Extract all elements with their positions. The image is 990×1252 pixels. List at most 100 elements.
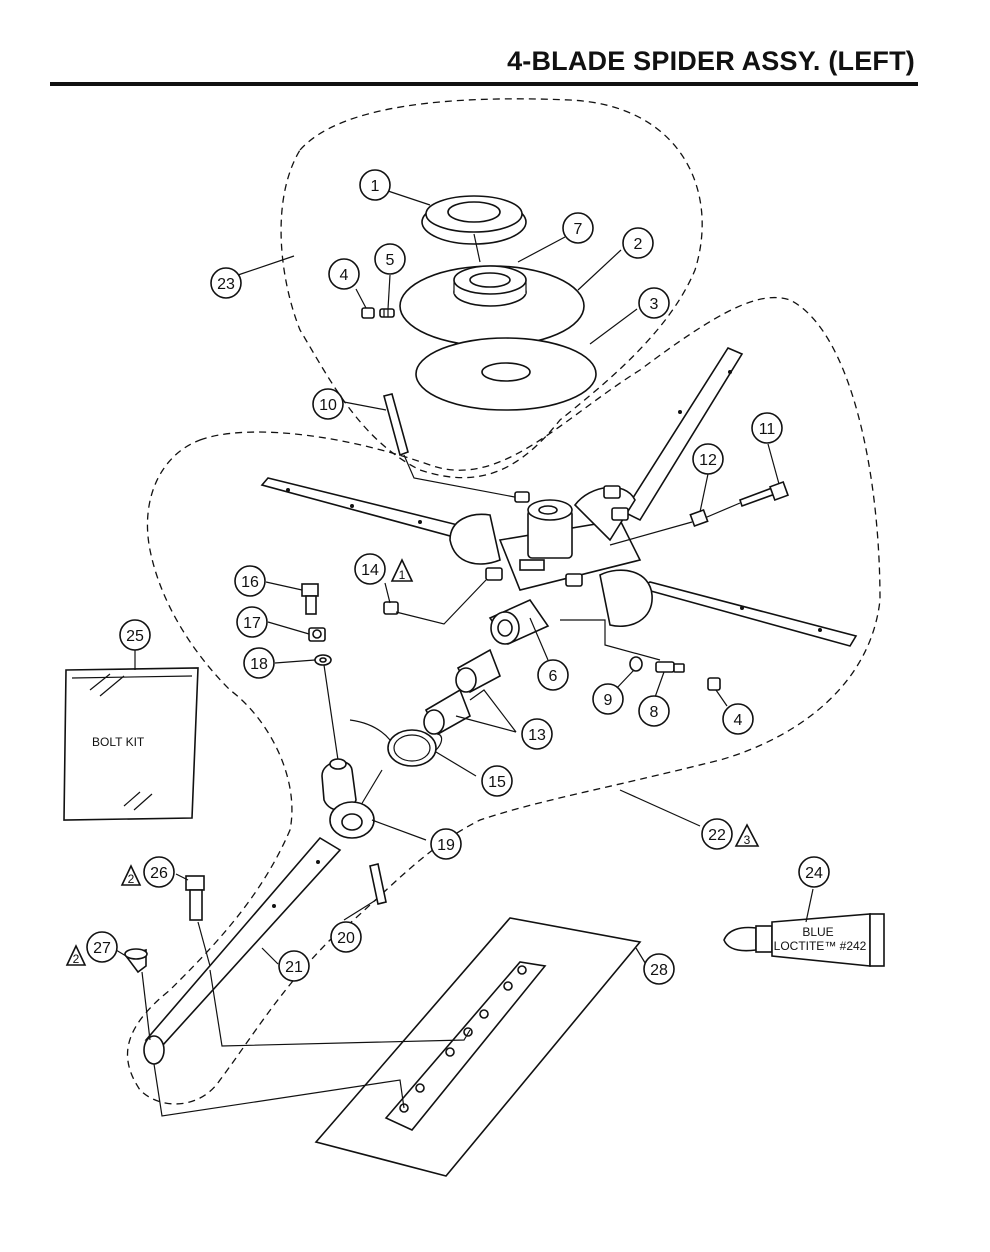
callout-20: 20 xyxy=(330,921,362,953)
part-18-washer xyxy=(314,654,332,666)
svg-text:19: 19 xyxy=(437,837,455,854)
part-9-washer xyxy=(629,656,643,672)
svg-text:28: 28 xyxy=(650,962,668,979)
part-4-cap-upper xyxy=(361,307,375,319)
callout-7: 7 xyxy=(562,212,594,244)
note-triangle-22: 3 xyxy=(734,823,760,847)
svg-text:10: 10 xyxy=(319,397,337,414)
callout-17: 17 xyxy=(236,606,268,638)
svg-text:21: 21 xyxy=(285,959,303,976)
part-12-nut xyxy=(689,508,709,528)
loctite-label-line2: LOCTITE™ #242 xyxy=(774,939,867,953)
svg-text:17: 17 xyxy=(243,615,261,632)
svg-text:16: 16 xyxy=(241,574,259,591)
svg-text:2: 2 xyxy=(634,236,643,253)
part-19-clamp xyxy=(321,758,375,839)
part-5-setscrew xyxy=(379,308,395,318)
part-21-shaft xyxy=(143,836,342,1065)
svg-text:22: 22 xyxy=(708,827,726,844)
svg-text:1: 1 xyxy=(371,178,380,195)
title-rule xyxy=(50,82,918,86)
callout-10: 10 xyxy=(312,388,344,420)
svg-text:8: 8 xyxy=(650,704,659,721)
callout-14: 14 xyxy=(354,553,386,585)
note-triangle-27: 2 xyxy=(65,944,87,966)
svg-text:3: 3 xyxy=(650,296,659,313)
part-16-bolt xyxy=(301,583,319,615)
callout-16: 16 xyxy=(234,565,266,597)
callout-26: 26 xyxy=(143,856,175,888)
part-11-bolt xyxy=(738,481,789,508)
part-15-spring xyxy=(349,719,443,767)
part-6-sleeve xyxy=(488,598,550,646)
callout-18: 18 xyxy=(243,647,275,679)
part-17-nut xyxy=(308,627,326,642)
part-4-cap-lower xyxy=(707,677,721,691)
callout-4-upper: 4 xyxy=(328,258,360,290)
callout-3: 3 xyxy=(638,287,670,319)
svg-text:3: 3 xyxy=(744,833,751,847)
part-28-blade xyxy=(314,917,642,1177)
callout-12: 12 xyxy=(692,443,724,475)
part-8-fitting xyxy=(655,661,685,673)
leader-lines xyxy=(115,190,814,967)
note-triangle-26: 2 xyxy=(120,864,142,886)
part-13-bushing-upper xyxy=(455,648,502,694)
svg-text:14: 14 xyxy=(361,562,379,579)
blade-arm-top xyxy=(622,346,744,522)
svg-text:4: 4 xyxy=(734,712,743,729)
part-13-bushing-lower xyxy=(423,688,471,736)
svg-text:24: 24 xyxy=(805,865,823,882)
part-20-pin xyxy=(369,863,387,905)
svg-text:6: 6 xyxy=(549,668,558,685)
part-14-nut xyxy=(383,601,399,615)
part-10-pin xyxy=(383,393,409,457)
svg-text:2: 2 xyxy=(73,952,80,966)
callout-15: 15 xyxy=(481,765,513,797)
page-title: 4-BLADE SPIDER ASSY. (LEFT) xyxy=(507,46,915,76)
callout-27: 27 xyxy=(86,931,118,963)
callout-24: 24 xyxy=(798,856,830,888)
bolt-kit-label: BOLT KIT xyxy=(92,735,145,749)
part-3-washer xyxy=(415,337,597,411)
svg-text:15: 15 xyxy=(488,774,506,791)
callout-4-lower: 4 xyxy=(722,703,754,735)
note-triangle-14: 1 xyxy=(390,558,414,582)
spider-hub xyxy=(449,485,653,627)
svg-text:27: 27 xyxy=(93,940,111,957)
callout-13: 13 xyxy=(521,718,553,750)
blade-arm-left xyxy=(260,477,472,541)
svg-text:11: 11 xyxy=(759,421,776,438)
callout-28: 28 xyxy=(643,953,675,985)
svg-text:26: 26 xyxy=(150,865,168,882)
part-7-hub xyxy=(453,265,527,307)
svg-text:20: 20 xyxy=(337,930,355,947)
svg-text:18: 18 xyxy=(250,656,268,673)
callout-8: 8 xyxy=(638,695,670,727)
part-26-bolt xyxy=(185,875,205,921)
svg-text:1: 1 xyxy=(399,568,406,582)
svg-text:5: 5 xyxy=(386,252,395,269)
callout-22: 22 xyxy=(701,818,733,850)
callout-2: 2 xyxy=(622,227,654,259)
svg-text:12: 12 xyxy=(699,452,717,469)
callout-21: 21 xyxy=(278,950,310,982)
svg-text:7: 7 xyxy=(574,221,583,238)
callout-5: 5 xyxy=(374,243,406,275)
callout-9: 9 xyxy=(592,683,624,715)
blade-arm-right xyxy=(637,581,858,647)
svg-text:23: 23 xyxy=(217,276,235,293)
svg-text:4: 4 xyxy=(340,267,349,284)
loctite-label-line1: BLUE xyxy=(802,925,833,939)
svg-text:13: 13 xyxy=(528,727,546,744)
svg-text:25: 25 xyxy=(126,628,144,645)
callout-11: 11 xyxy=(751,412,783,444)
part-27-cap xyxy=(124,948,148,974)
part-1-seal xyxy=(421,195,527,245)
callout-25: 25 xyxy=(119,619,151,651)
callout-19: 19 xyxy=(430,828,462,860)
part-24-loctite xyxy=(723,913,885,967)
svg-text:9: 9 xyxy=(604,692,613,709)
part-25-bolt-kit xyxy=(63,667,199,821)
